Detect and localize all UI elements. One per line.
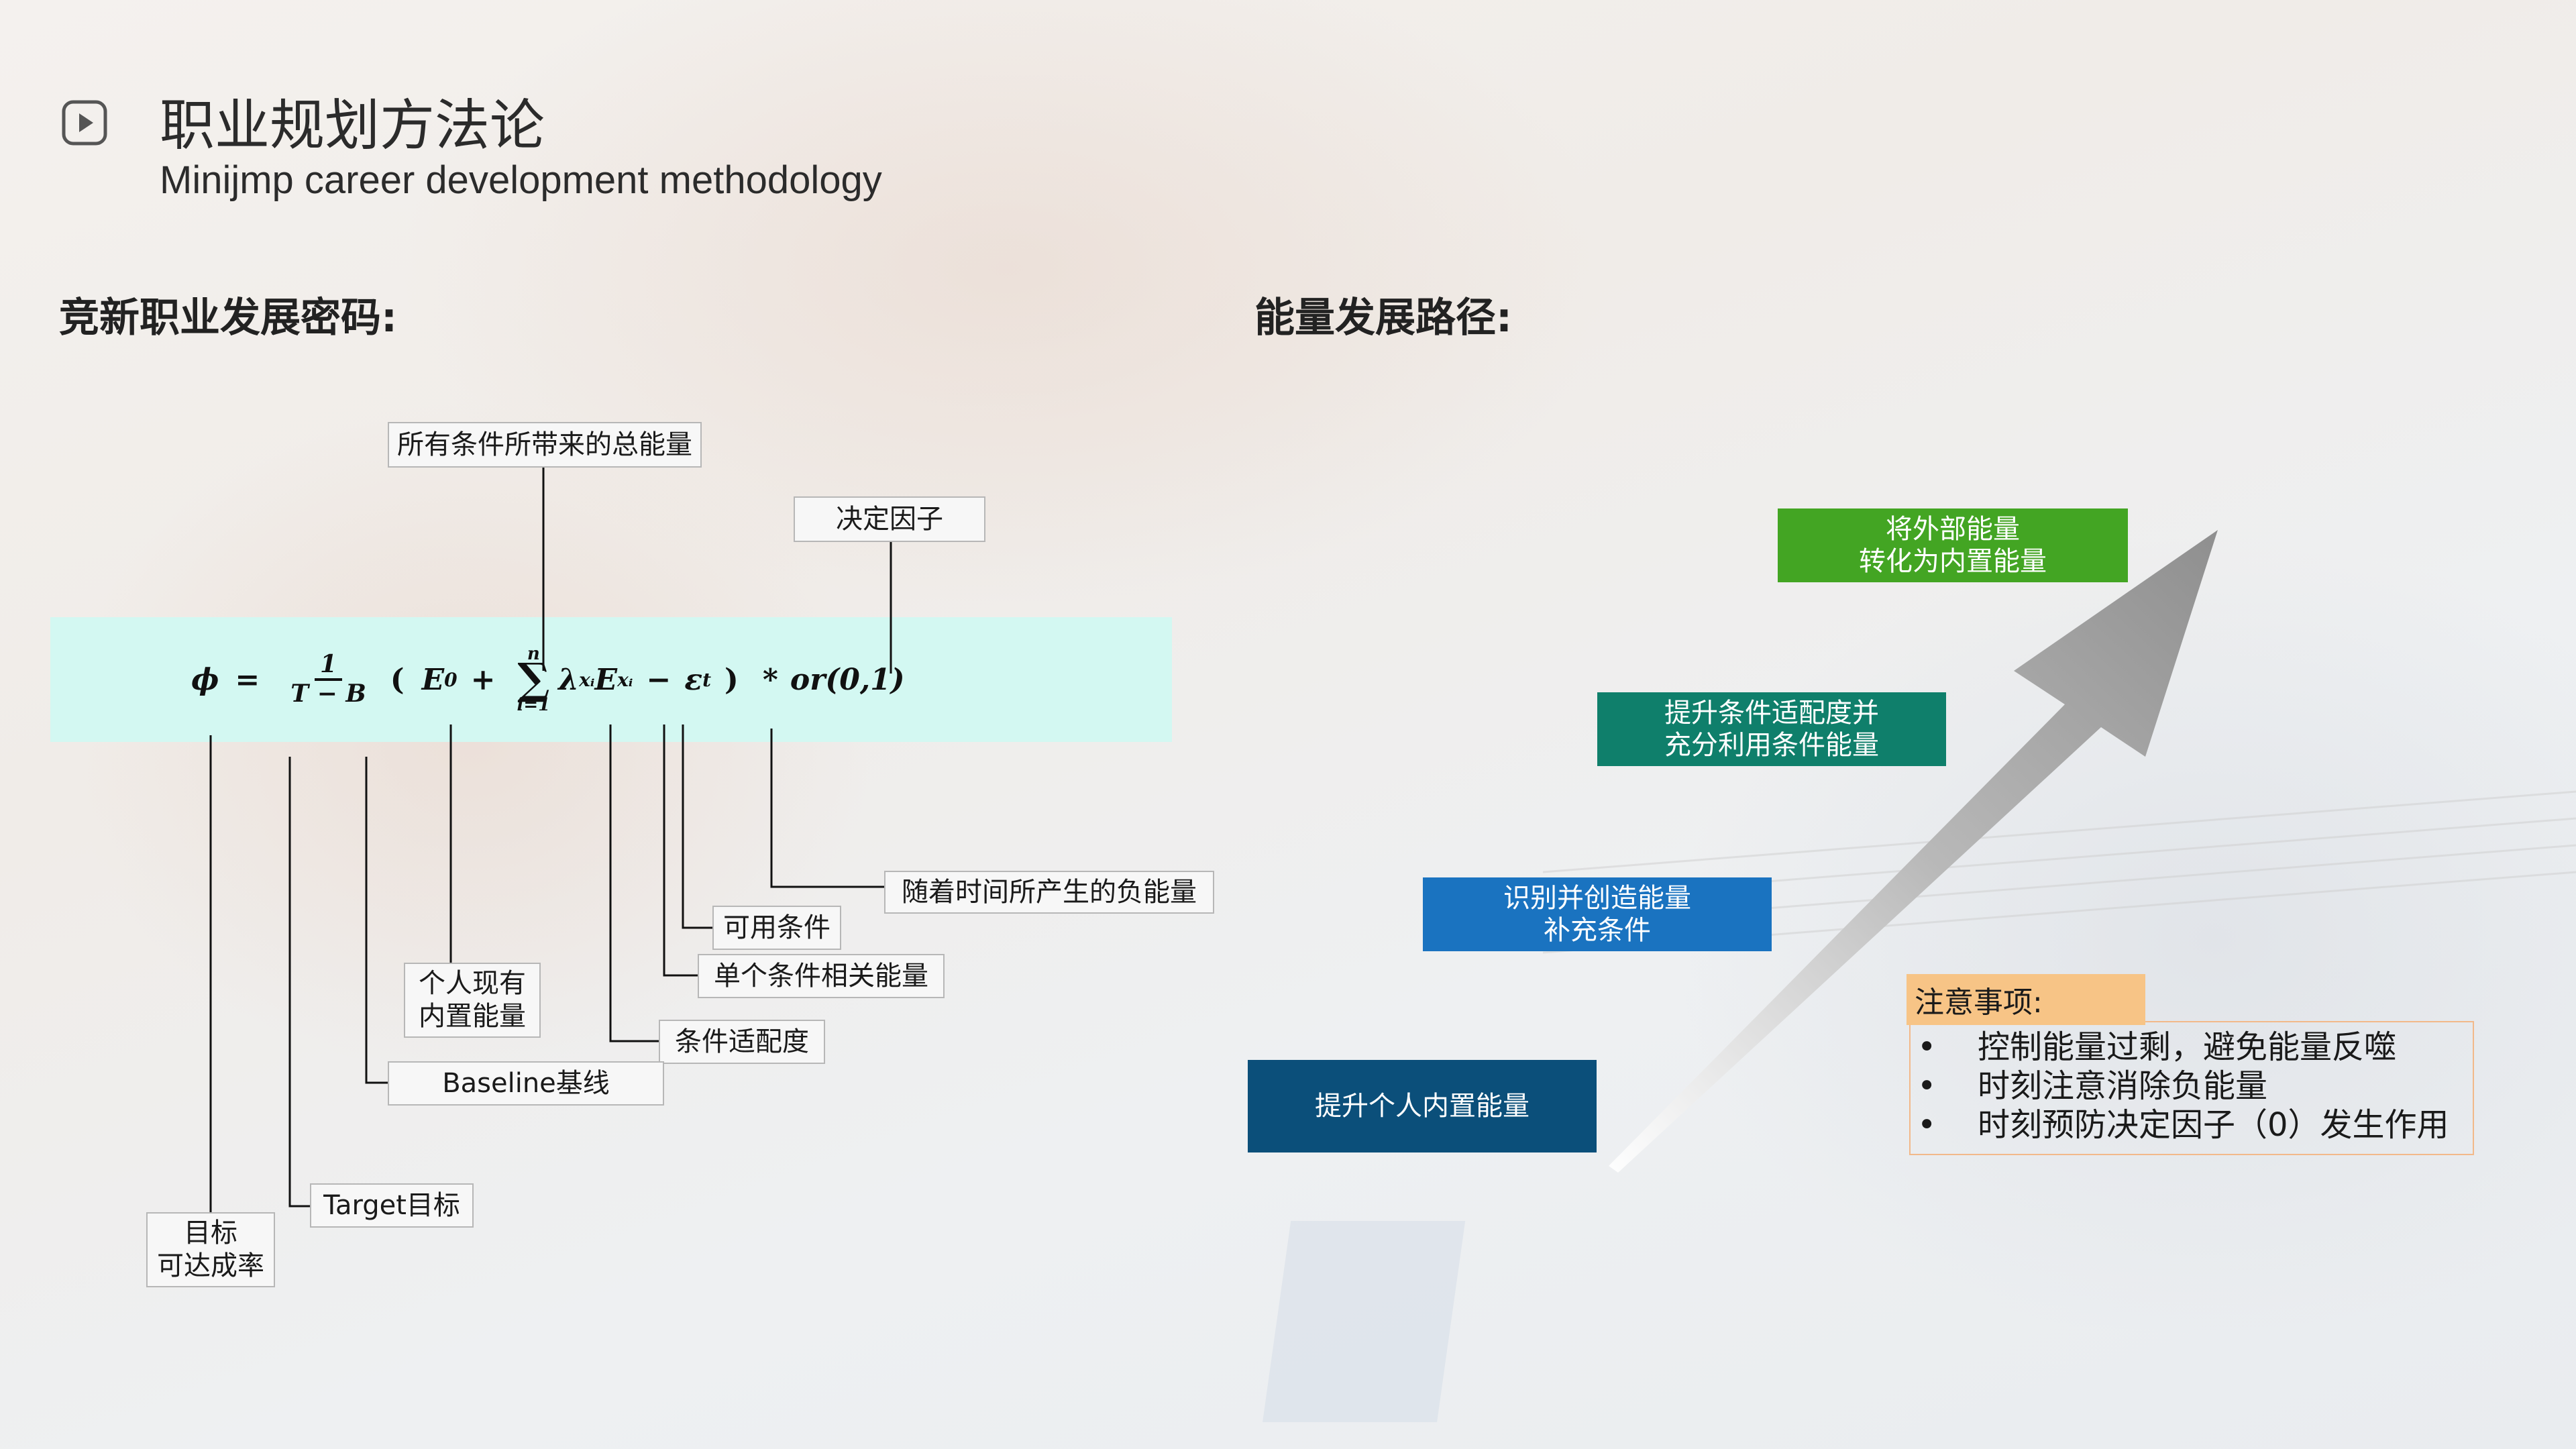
notes-item-text: 控制能量过剩，避免能量反噬	[1978, 1028, 2397, 1066]
path-step-4-line1: 将外部能量	[1886, 514, 2020, 545]
notes-title: 注意事项:	[1907, 974, 2145, 1025]
path-step-2-line2: 补充条件	[1544, 915, 1651, 946]
label-single-condition-energy: 单个条件相关能量	[698, 954, 945, 998]
label-personal-energy-line1: 个人现有	[419, 968, 526, 1000]
notes-item-text: 时刻注意消除负能量	[1978, 1067, 2268, 1105]
formula-e0-subscript: 0	[444, 668, 458, 691]
right-section-heading: 能量发展路径:	[1254, 294, 1512, 341]
formula-phi: ϕ	[191, 662, 219, 697]
label-target: Target目标	[310, 1183, 474, 1228]
notes-item: • 控制能量过剩，避免能量反噬	[1917, 1028, 2473, 1067]
path-step-3-line1: 提升条件适配度并	[1664, 698, 1879, 729]
formula-lambda: λ	[558, 662, 580, 697]
formula-or-term: or(0,1)	[790, 662, 905, 697]
sigma-symbol: ∑	[517, 653, 550, 704]
fraction-numerator: 1	[314, 651, 343, 681]
label-condition-fit: 条件适配度	[659, 1020, 825, 1064]
path-step-2: 识别并创造能量 补充条件	[1423, 877, 1772, 951]
formula-fraction: 1 T − B	[290, 651, 366, 707]
formula-plus: +	[470, 662, 496, 697]
notes-list: • 控制能量过剩，避免能量反噬 • 时刻注意消除负能量 • 时刻预防决定因子（0）发生…	[1917, 1028, 2473, 1144]
page-subtitle: Minijmp career development methodology	[160, 158, 882, 202]
label-baseline: Baseline基线	[388, 1061, 664, 1106]
path-step-4: 将外部能量 转化为内置能量	[1778, 508, 2128, 582]
path-step-1-text: 提升个人内置能量	[1315, 1091, 1529, 1122]
notes-item: • 时刻注意消除负能量	[1917, 1067, 2473, 1106]
bullet-icon: •	[1917, 1028, 1937, 1066]
formula-lambda-subscript: xᵢ	[579, 668, 595, 691]
formula-equals: =	[235, 662, 260, 697]
formula-e-subscript: xᵢ	[617, 668, 633, 691]
formula-close-paren: )	[724, 662, 739, 697]
path-step-3: 提升条件适配度并 充分利用条件能量	[1597, 692, 1946, 766]
page-title: 职业规划方法论	[160, 94, 545, 158]
formula-times: *	[762, 662, 778, 697]
path-step-3-line2: 充分利用条件能量	[1664, 730, 1879, 761]
label-total-energy: 所有条件所带来的总能量	[388, 422, 702, 468]
left-section-heading: 竞新职业发展密码:	[59, 294, 397, 341]
formula-epsilon: ε	[684, 662, 703, 697]
bullet-icon: •	[1917, 1106, 1937, 1144]
label-negative-energy: 随着时间所产生的负能量	[884, 871, 1214, 914]
notes-box: • 控制能量过剩，避免能量反噬 • 时刻注意消除负能量 • 时刻预防决定因子（0）发生…	[1909, 1021, 2474, 1155]
sigma-upper-limit: n	[527, 643, 540, 664]
formula-e0: E	[421, 662, 445, 697]
fraction-denominator: T − B	[290, 680, 366, 708]
label-personal-energy: 个人现有 内置能量	[404, 963, 541, 1038]
path-step-4-line2: 转化为内置能量	[1859, 546, 2047, 577]
label-personal-energy-line2: 内置能量	[419, 1001, 526, 1032]
formula-open-paren: (	[390, 662, 405, 697]
label-decision-factor: 决定因子	[794, 496, 985, 542]
notes-item-text: 时刻预防决定因子（0）发生作用	[1978, 1106, 2449, 1144]
formula-e: E	[594, 662, 618, 697]
formula-epsilon-subscript: t	[702, 668, 712, 691]
play-icon	[62, 100, 107, 146]
formula-minus: −	[646, 662, 672, 697]
notes-item: • 时刻预防决定因子（0）发生作用	[1917, 1106, 2473, 1144]
bullet-icon: •	[1917, 1067, 1937, 1105]
label-available-conditions: 可用条件	[712, 906, 841, 950]
path-step-2-line1: 识别并创造能量	[1503, 883, 1691, 914]
label-achievement-rate-line2: 可达成率	[157, 1250, 264, 1281]
path-step-1: 提升个人内置能量	[1248, 1060, 1597, 1152]
formula-sigma: n ∑ i=1	[517, 643, 551, 716]
label-achievement-rate: 目标 可达成率	[146, 1212, 275, 1287]
sigma-lower-limit: i=1	[517, 695, 551, 716]
label-achievement-rate-line1: 目标	[184, 1218, 237, 1249]
